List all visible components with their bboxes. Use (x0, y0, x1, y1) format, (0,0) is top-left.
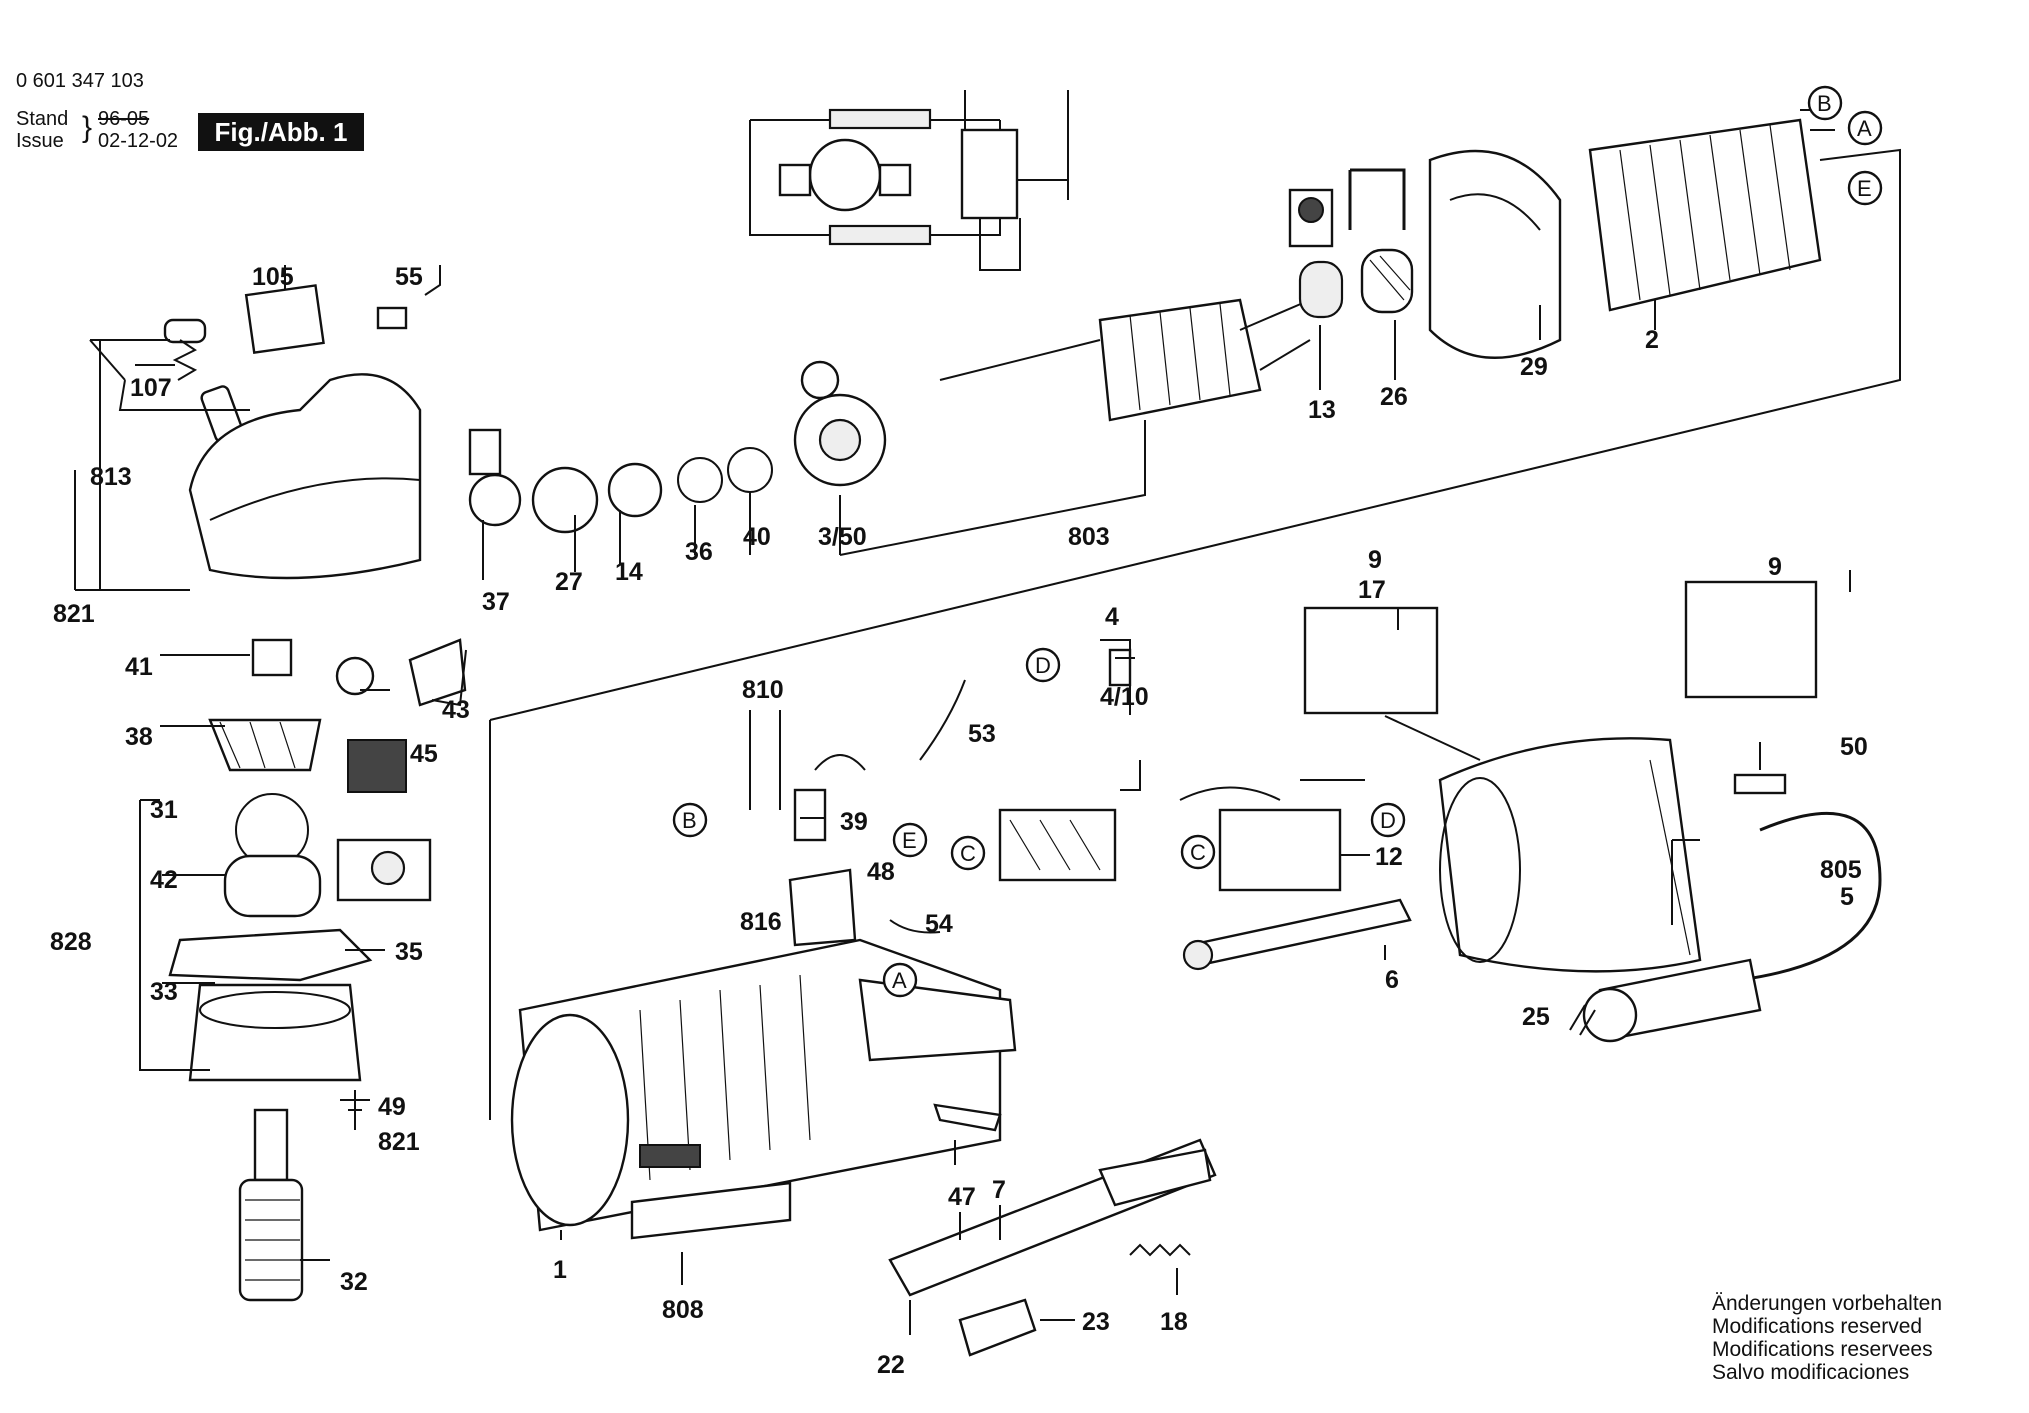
callout-43: 43 (442, 696, 470, 724)
leader-lines (74, 265, 1851, 1335)
marker-E-top: E (1857, 176, 1872, 201)
marker-B-mid: B (682, 808, 697, 833)
note-fr: Modifications reservees (1712, 1338, 1933, 1361)
marker-C-mid: C (960, 841, 976, 866)
callout-26: 26 (1380, 383, 1408, 411)
callout-35: 35 (395, 938, 423, 966)
callout-828: 828 (50, 928, 92, 956)
callout-4-10: 4/10 (1100, 683, 1149, 711)
callout-813: 813 (90, 463, 132, 491)
issue-label: Issue (16, 130, 64, 152)
callout-25: 25 (1522, 1003, 1550, 1031)
callout-13: 13 (1308, 396, 1336, 424)
switch-brush-assembly (788, 648, 1365, 947)
callout-14: 14 (615, 558, 643, 586)
callout-107: 107 (130, 374, 172, 402)
stand-date: 96-05 (98, 108, 150, 130)
callout-6: 6 (1385, 966, 1399, 994)
callout-53: 53 (968, 720, 996, 748)
marker-D-mid: D (1035, 653, 1051, 678)
marker-C-right: C (1190, 840, 1206, 865)
callout-labels: 105 55 107 813 821 37 27 14 36 40 3/50 8… (50, 263, 1868, 1379)
callout-9-right: 9 (1768, 553, 1782, 581)
callout-18: 18 (1160, 1308, 1188, 1336)
brace-icon: } (82, 111, 93, 144)
marker-A-top: A (1857, 116, 1872, 141)
callout-821-bottom: 821 (378, 1128, 420, 1156)
callout-803: 803 (1068, 523, 1110, 551)
callout-40: 40 (743, 523, 771, 551)
callout-31: 31 (150, 796, 178, 824)
callout-42: 42 (150, 866, 178, 894)
callout-37: 37 (482, 588, 510, 616)
callout-7: 7 (992, 1176, 1006, 1204)
callout-50: 50 (1840, 733, 1868, 761)
marker-E-mid: E (902, 828, 917, 853)
callout-3-50: 3/50 (818, 523, 867, 551)
callout-821-top: 821 (53, 600, 95, 628)
callout-9-left: 9 (1368, 546, 1382, 574)
callout-5: 5 (1840, 883, 1854, 911)
marker-B-top: B (1817, 91, 1832, 116)
callout-816: 816 (740, 908, 782, 936)
callout-105: 105 (252, 263, 294, 291)
stand-label: Stand (16, 108, 69, 130)
marker-A-low: A (892, 968, 907, 993)
issue-date: 02-12-02 (98, 130, 179, 152)
callout-808: 808 (662, 1296, 704, 1324)
callout-49: 49 (378, 1093, 406, 1121)
callout-4: 4 (1105, 603, 1119, 631)
note-es: Salvo modificaciones (1712, 1361, 1910, 1384)
figure-badge: Fig./Abb. 1 (198, 113, 364, 151)
wiring-schematic (749, 90, 1069, 271)
callout-47: 47 (948, 1183, 976, 1211)
gear-head-assembly (163, 284, 887, 1302)
callout-54: 54 (925, 910, 953, 938)
callout-36: 36 (685, 538, 713, 566)
housing-assembly (489, 148, 1901, 1357)
marker-D-right: D (1380, 808, 1396, 833)
callout-12: 12 (1375, 843, 1403, 871)
callout-810: 810 (742, 676, 784, 704)
connection-markers: B A E D B E C C D A (672, 85, 1883, 998)
callout-27: 27 (555, 568, 583, 596)
callout-29: 29 (1520, 353, 1548, 381)
callout-41: 41 (125, 653, 153, 681)
callout-48: 48 (867, 858, 895, 886)
callout-39: 39 (840, 808, 868, 836)
motor-assembly (800, 109, 1835, 422)
modification-notes: Änderungen vorbehalten Modifications res… (1712, 1292, 1942, 1384)
part-number: 0 601 347 103 (16, 70, 144, 92)
callout-2: 2 (1645, 326, 1659, 354)
callout-38: 38 (125, 723, 153, 751)
callout-17: 17 (1358, 576, 1386, 604)
callout-22: 22 (877, 1351, 905, 1379)
callout-55: 55 (395, 263, 423, 291)
note-en: Modifications reserved (1712, 1315, 1923, 1338)
callout-1: 1 (553, 1256, 567, 1284)
callout-32: 32 (340, 1268, 368, 1296)
callout-45: 45 (410, 740, 438, 768)
callout-33: 33 (150, 978, 178, 1006)
note-de: Änderungen vorbehalten (1712, 1292, 1943, 1315)
callout-805: 805 (1820, 856, 1862, 884)
callout-23: 23 (1082, 1308, 1110, 1336)
